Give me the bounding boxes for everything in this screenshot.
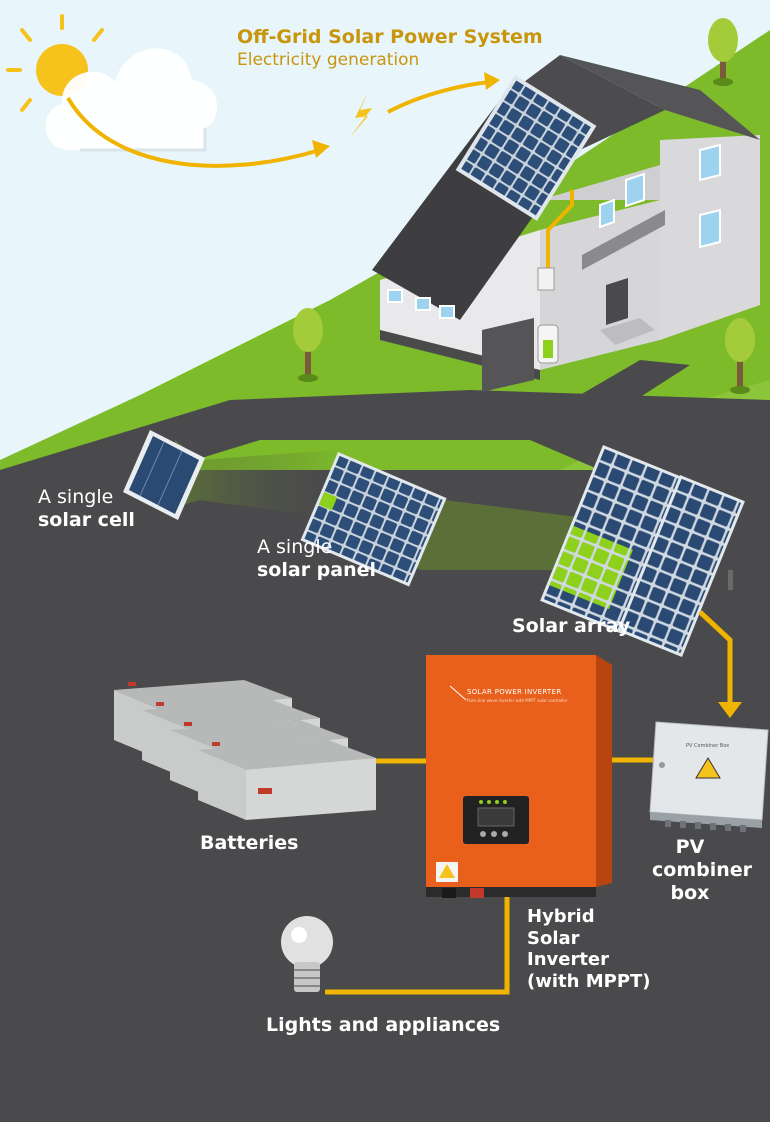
solar-panel-label-line2: solar panel [257, 559, 376, 582]
solar-cell-label-line1: A single [38, 486, 135, 509]
pv-combiner-box [650, 722, 768, 832]
page-subtitle: Electricity generation [237, 50, 419, 70]
combiner-box-label-line2: combiner [652, 859, 728, 882]
meter-box [538, 268, 554, 290]
inverter-label-line3: Inverter [527, 949, 651, 971]
combiner-box-label-line3: box [652, 882, 728, 905]
solar-panel-label-line1: A single [257, 536, 376, 559]
inverter-label-line4: (with MPPT) [527, 971, 651, 993]
solar-array-label: Solar array [512, 615, 630, 638]
combiner-plate-text: PV Combiner Box [686, 743, 729, 749]
page-title: Off-Grid Solar Power System [237, 26, 543, 48]
solar-cell-label: A single solar cell [38, 486, 135, 532]
batteries-label: Batteries [200, 832, 298, 855]
solar-cell-label-line2: solar cell [38, 509, 135, 532]
inverter-brand-text: SOLAR POWER INVERTER [467, 688, 561, 696]
solar-panel-label: A single solar panel [257, 536, 376, 582]
house-battery [538, 325, 558, 363]
inverter-label-line2: Solar [527, 928, 651, 950]
inverter-label-line1: Hybrid [527, 906, 651, 928]
loads-label: Lights and appliances [266, 1014, 500, 1037]
inverter-tagline-text: Pure sine wave inverter with MPPT solar … [467, 698, 567, 703]
combiner-box-label: PV combiner box [652, 836, 728, 904]
inverter-label: Hybrid Solar Inverter (with MPPT) [527, 906, 651, 992]
combiner-box-label-line1: PV [652, 836, 728, 859]
